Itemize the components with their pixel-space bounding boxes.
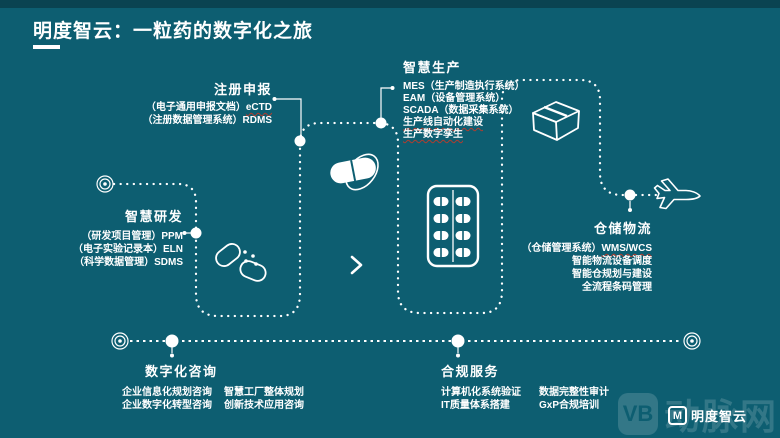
blister-pack-icon	[426, 184, 480, 268]
bullseye-services-right-icon	[683, 332, 701, 350]
list-item: 数据完整性审计	[539, 387, 609, 398]
connector-dot-compliance	[456, 353, 460, 358]
list-item: （研发项目管理）PPM	[81, 231, 183, 242]
connector-dot-logistics	[628, 208, 632, 212]
list-item: （电子实验记录本）ELN	[73, 244, 183, 255]
shipping-box-icon	[532, 101, 580, 141]
section-prod-heading: 智慧生产	[403, 60, 462, 75]
list-item: 智慧工厂整体规划	[224, 387, 304, 398]
section-logistics-heading: 仓储物流	[593, 221, 652, 236]
wms-code: WMS/WCS	[601, 243, 652, 254]
airplane-icon	[653, 178, 701, 210]
section-reg-heading: 注册申报	[213, 82, 272, 97]
section-rd: 智慧研发 （研发项目管理）PPM （电子实验记录本）ELN （科学数据管理）SD…	[73, 206, 183, 269]
section-prod: 智慧生产 MES（生产制造执行系统） EAM（设备管理系统） SCADA（数据采…	[403, 57, 525, 141]
connector-prod	[380, 87, 391, 118]
mingdu-logo: M 明度智云	[668, 406, 747, 425]
list-item: IT质量体系搭建	[441, 400, 510, 411]
list-item: GxP合规培训	[539, 400, 600, 411]
list-item: 智能仓规划与建设	[572, 269, 652, 280]
node-compliance	[451, 334, 465, 348]
bullseye-services-left-icon	[111, 332, 129, 350]
open-capsule-icon	[215, 243, 267, 282]
list-item: SCADA（数据采集系统）	[403, 105, 519, 116]
connector-dot-prod	[390, 86, 395, 90]
node-prod	[375, 117, 387, 129]
connector-reg	[276, 98, 302, 137]
list-item: 生产数字孪生	[403, 129, 463, 140]
capsule-icon	[330, 153, 379, 191]
connector-dot-reg	[272, 97, 277, 101]
chevron-right-icon	[350, 255, 363, 275]
page-title: 明度智云：一粒药的数字化之旅	[33, 21, 314, 42]
list-item: MES（生产制造执行系统）	[403, 81, 525, 92]
node-reg	[294, 135, 306, 147]
list-item: 智能物流设备调度	[572, 256, 652, 267]
section-compliance: 合规服务 计算机化系统验证 IT质量体系搭建 数据完整性审计 GxP合规培训	[441, 361, 609, 412]
mingdu-logo-text: 明度智云	[691, 409, 748, 424]
node-logistics	[624, 189, 636, 201]
connector-dot-consulting	[170, 353, 174, 358]
section-rd-heading: 智慧研发	[124, 209, 183, 224]
list-item: EAM（设备管理系统）	[403, 93, 506, 104]
section-compliance-heading: 合规服务	[441, 364, 500, 379]
list-item: 创新技术应用咨询	[224, 400, 304, 411]
list-item: 企业信息化规划咨询	[122, 387, 212, 398]
connector-dot-rd	[182, 231, 187, 235]
list-item: （仓储管理系统）WMS/WCS	[521, 243, 652, 254]
section-logistics: 仓储物流 （仓储管理系统）WMS/WCS 智能物流设备调度 智能仓规划与建设 全…	[521, 218, 652, 294]
section-consulting: 数字化咨询 企业信息化规划咨询 企业数字化转型咨询 智慧工厂整体规划 创新技术应…	[122, 361, 304, 412]
journey-path	[112, 78, 658, 318]
list-item: 企业数字化转型咨询	[122, 400, 212, 411]
node-consulting	[165, 334, 179, 348]
list-item: （电子通用申报文档）eCTD	[145, 102, 272, 113]
title-underline	[33, 45, 60, 49]
top-border	[0, 0, 780, 8]
list-item: 计算机化系统验证	[441, 387, 521, 398]
bullseye-start-icon	[96, 175, 114, 193]
list-item: （注册数据管理系统）RDMS	[142, 115, 272, 126]
list-item: 生产线自动化建设	[403, 117, 483, 128]
section-reg: 注册申报 （电子通用申报文档）eCTD （注册数据管理系统）RDMS	[143, 79, 272, 127]
section-consulting-heading: 数字化咨询	[145, 364, 218, 379]
list-item: （科学数据管理）SDMS	[74, 257, 183, 268]
mingdu-badge-icon: M	[668, 406, 687, 425]
ectd-code: eCTD	[245, 102, 272, 113]
list-item: 全流程条码管理	[582, 282, 652, 293]
